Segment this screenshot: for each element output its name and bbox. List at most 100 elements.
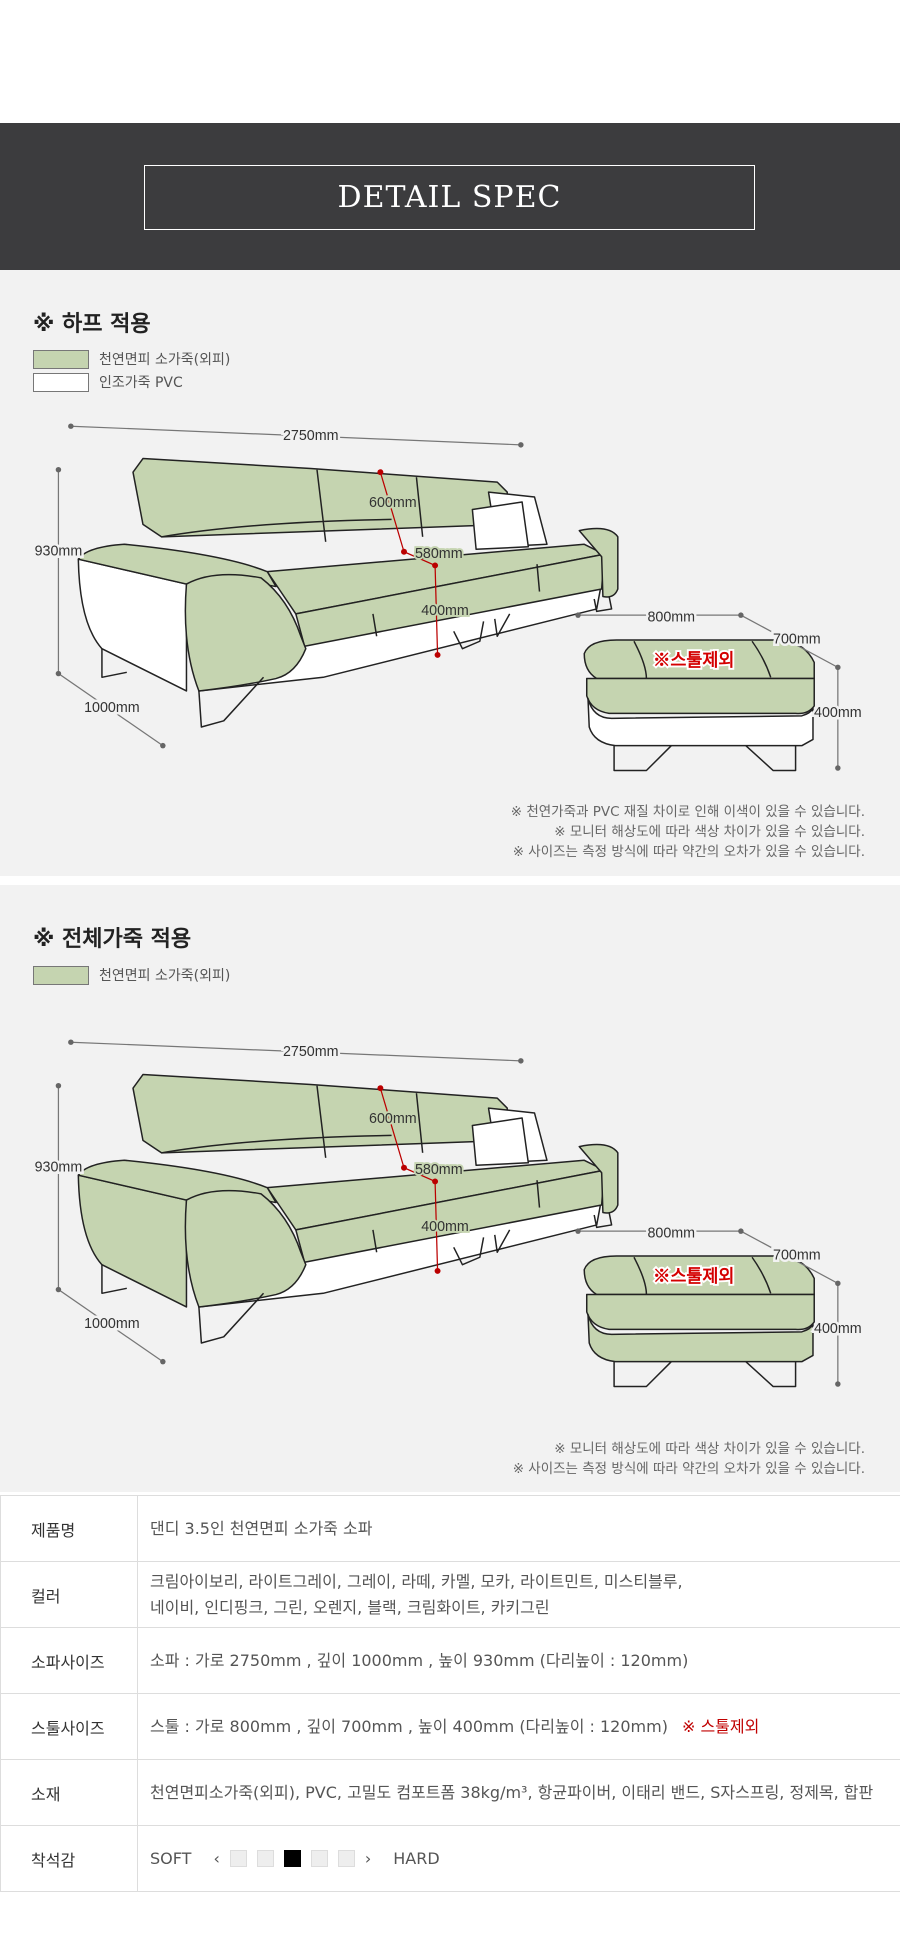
firmness-level-square <box>337 1850 355 1867</box>
sofa-seat-front <box>295 1169 605 1263</box>
chevron-left-icon: ‹ <box>213 1848 220 1868</box>
note: ※ 천연가죽과 PVC 재질 차이로 인해 이색이 있을 수 있습니다. <box>510 804 865 820</box>
dimension-point <box>160 1358 166 1365</box>
stool-base <box>587 1313 814 1363</box>
page-title: DETAIL SPEC <box>144 165 755 230</box>
stool-front <box>585 677 815 715</box>
dimension-point <box>575 1228 581 1234</box>
section-title: ※ 하프 적용 <box>33 312 151 337</box>
row-value: SOFT ‹ › HARD <box>137 1825 900 1892</box>
dimension-point <box>55 670 62 677</box>
dimension-point <box>68 1039 74 1045</box>
stool-front <box>585 1293 815 1331</box>
note: ※ 모니터 해상도에 따라 색상 차이가 있을 수 있습니다. <box>554 824 865 840</box>
dimension-point <box>518 1058 524 1064</box>
dimension-point <box>835 1280 841 1287</box>
green-swatch <box>33 965 89 985</box>
stool-depth-label: 700mm <box>773 632 821 648</box>
note: ※ 사이즈는 측정 방식에 따라 약간의 오차가 있을 수 있습니다. <box>512 844 865 860</box>
section-title: ※ 전체가죽 적용 <box>33 927 192 952</box>
dimension-point <box>55 1286 62 1293</box>
left-arm-front <box>184 573 307 692</box>
left-arm-front <box>184 1189 307 1308</box>
sofa-leg <box>101 1212 613 1344</box>
firmness-level-square <box>229 1850 247 1867</box>
firmness-level-square <box>310 1850 328 1867</box>
width-label: 2750mm <box>283 428 339 444</box>
dimension-point <box>377 469 384 476</box>
firmness-scale: SOFT ‹ › HARD <box>150 1846 900 1872</box>
left-arm-side <box>77 558 188 692</box>
legend-item: 천연면피 소가죽(외피) <box>33 349 230 369</box>
width-label: 2750mm <box>283 1044 339 1060</box>
seat-depth-label: 580mm <box>415 546 463 562</box>
section-full-leather: ※ 전체가죽 적용 천연면피 소가죽(외피) 2750mm 930mm 1000… <box>0 885 900 1492</box>
notes: ※ 천연가죽과 PVC 재질 차이로 인해 이색이 있을 수 있습니다. ※ 모… <box>511 802 865 862</box>
soft-label: SOFT <box>150 1848 192 1868</box>
section-half-leather: ※ 하프 적용 천연면피 소가죽(외피) 인조가죽 PVC 2750mm 930… <box>0 270 900 876</box>
row-label: 소재 <box>0 1759 138 1826</box>
stool-depth-label: 700mm <box>773 1248 821 1264</box>
note: ※ 사이즈는 측정 방식에 따라 약간의 오차가 있을 수 있습니다. <box>512 1461 865 1477</box>
dimension-point <box>55 466 62 473</box>
seat-height-label: 400mm <box>421 1219 469 1235</box>
chevron-right-icon: › <box>364 1848 372 1868</box>
green-swatch <box>33 349 89 369</box>
stool-base <box>587 697 814 747</box>
back-height-label: 600mm <box>369 1111 417 1127</box>
color-line: 네이비, 인디핑크, 그린, 오렌지, 블랙, 크림화이트, 카키그린 <box>150 1597 550 1617</box>
depth-label: 1000mm <box>84 700 140 716</box>
dimension-point <box>434 651 441 658</box>
row-value: 댄디 3.5인 천연면피 소가죽 소파 <box>137 1495 900 1562</box>
stool-width-label: 800mm <box>647 609 695 625</box>
header-banner: DETAIL SPEC <box>0 123 900 270</box>
dimension-point <box>55 1082 62 1089</box>
firmness-squares <box>229 1850 355 1867</box>
dimension-point <box>434 1267 441 1274</box>
white-swatch <box>33 372 89 392</box>
stool-leg <box>613 1361 797 1388</box>
hard-label: HARD <box>393 1848 440 1868</box>
row-label: 착석감 <box>0 1825 138 1892</box>
dimension-point <box>518 442 524 448</box>
stool-leg <box>613 745 797 772</box>
dimension-point <box>835 664 841 671</box>
stool-height-label: 400mm <box>814 1321 862 1337</box>
sofa-diagram: 2750mm 930mm 1000mm 600mm 580mm 400mm 80… <box>32 423 864 772</box>
notes: ※ 모니터 해상도에 따라 색상 차이가 있을 수 있습니다. ※ 사이즈는 측… <box>513 1439 865 1479</box>
dimension-point <box>401 548 407 555</box>
right-arm <box>578 527 619 598</box>
legend-item: 인조가죽 PVC <box>33 372 183 392</box>
legend-label: 천연면피 소가죽(외피) <box>99 968 231 984</box>
seat-depth-label: 580mm <box>415 1162 463 1178</box>
sofa-leg <box>101 596 613 728</box>
dimension-point <box>432 1178 439 1185</box>
pillow <box>471 501 530 551</box>
row-label: 제품명 <box>0 1495 138 1562</box>
dimension-point <box>738 1228 744 1234</box>
firmness-level-square <box>256 1850 274 1867</box>
row-value: 크림아이보리, 라이트그레이, 그레이, 라떼, 카멜, 모카, 라이트민트, … <box>137 1561 900 1628</box>
legend-item: 천연면피 소가죽(외피) <box>33 965 230 985</box>
dimension-point <box>835 1381 841 1387</box>
stool-size: 스툴 : 가로 800mm , 깊이 700mm , 높이 400mm (다리높… <box>150 1716 668 1736</box>
dimension-point <box>401 1164 407 1171</box>
stool-height-label: 400mm <box>814 705 862 721</box>
back-height-label: 600mm <box>369 495 417 511</box>
right-arm <box>578 1143 619 1214</box>
stool-excluded-label: ※스툴제외 <box>653 1266 734 1286</box>
dimension-point <box>835 765 841 771</box>
dimension-point <box>68 423 74 429</box>
stool-width-label: 800mm <box>647 1225 695 1241</box>
height-label: 930mm <box>35 543 83 559</box>
legend-label: 천연면피 소가죽(외피) <box>99 352 231 368</box>
sofa-seat-front <box>295 553 605 647</box>
row-value: 천연면피소가죽(외피), PVC, 고밀도 컴포트폼 38kg/m³, 항균파이… <box>137 1759 900 1826</box>
dimension-point <box>160 742 166 749</box>
stool-excluded-note: ※ 스툴제외 <box>681 1716 760 1736</box>
dimension-point <box>432 562 439 569</box>
